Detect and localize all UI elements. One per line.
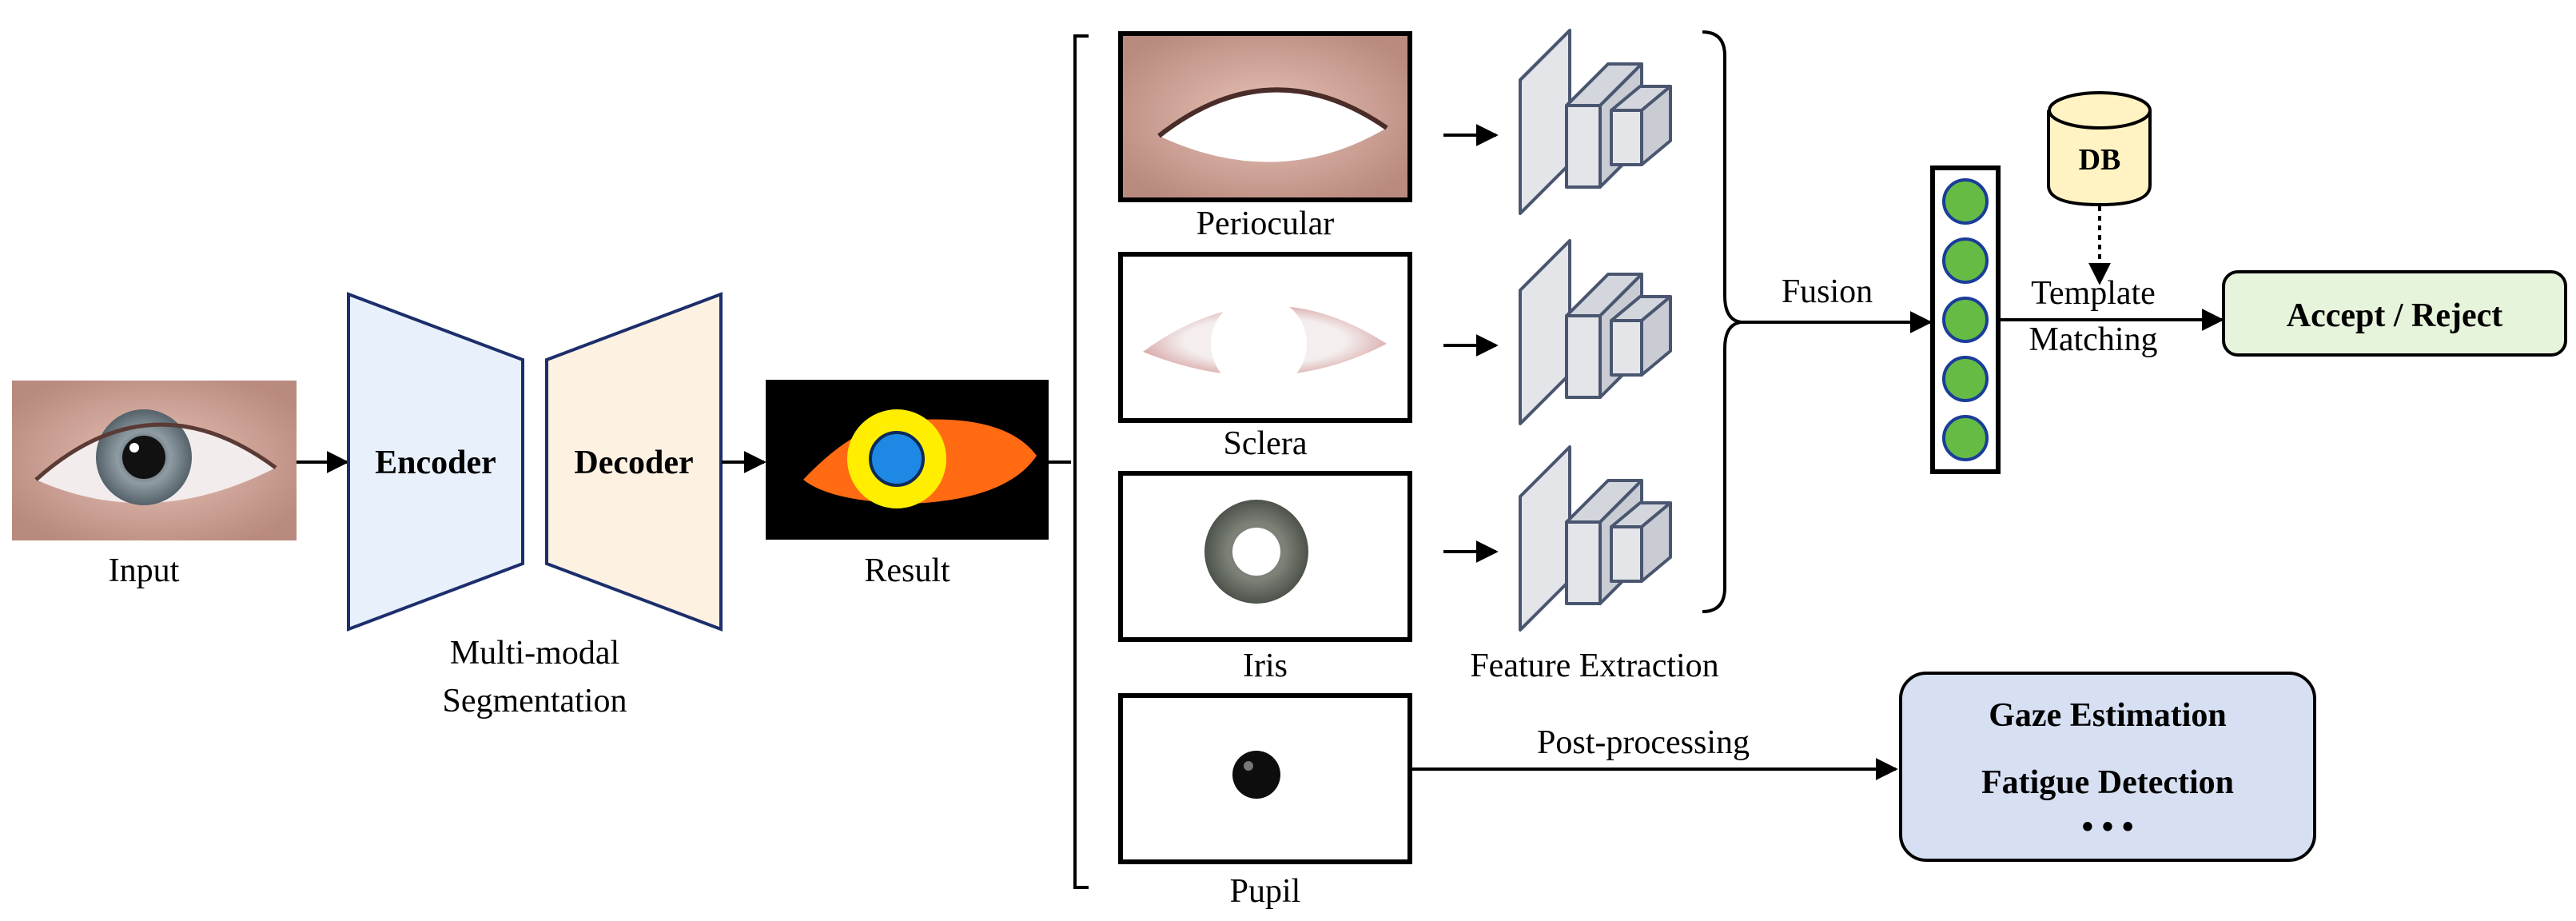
input-label: Input: [109, 552, 180, 589]
periocular-label: Periocular: [1196, 205, 1335, 242]
result-label: Result: [864, 552, 950, 589]
sclera-label: Sclera: [1224, 425, 1308, 462]
decoder-block: [545, 292, 723, 632]
pupil-image: [1118, 693, 1412, 864]
cnn-block-iris: [1519, 445, 1672, 632]
input-eye-image: [12, 381, 297, 540]
accept-reject-box: [2222, 270, 2567, 357]
segmentation-label-line2: Segmentation: [443, 683, 627, 720]
fatigue-detection-label: Fatigue Detection: [1981, 764, 2234, 801]
cnn-block-periocular: [1519, 29, 1672, 215]
fusion-brace: [1702, 30, 1742, 613]
database-cylinder: [2047, 91, 2152, 207]
sclera-image: [1118, 252, 1412, 423]
fused-feature-vector: [1930, 165, 2001, 474]
decoder-label: Decoder: [574, 445, 693, 481]
fusion-label: Fusion: [1782, 273, 1873, 310]
segmentation-result-image: [766, 380, 1049, 540]
feature-extraction-label: Feature Extraction: [1470, 648, 1718, 684]
segmentation-label-line1: Multi-modal: [450, 635, 619, 672]
encoder-block: [347, 292, 524, 632]
feature-vector-dot: [1942, 178, 1989, 225]
downstream-tasks-box: [1899, 672, 2316, 862]
more-tasks-ellipsis: • • •: [2081, 809, 2133, 846]
periocular-image: [1118, 31, 1412, 202]
modalities-bracket: [1073, 34, 1089, 889]
iris-label: Iris: [1243, 648, 1288, 684]
post-processing-label: Post-processing: [1537, 724, 1750, 761]
gaze-estimation-label: Gaze Estimation: [1989, 697, 2226, 734]
feature-vector-dot: [1942, 237, 1989, 284]
pupil-label: Pupil: [1230, 873, 1301, 910]
template-matching-label-line2: Matching: [2029, 321, 2158, 358]
feature-vector-dot: [1942, 297, 1989, 343]
cnn-block-sclera: [1519, 239, 1672, 425]
accept-reject-label: Accept / Reject: [2287, 297, 2503, 334]
feature-vector-dot: [1942, 356, 1989, 402]
feature-vector-dot: [1942, 415, 1989, 461]
encoder-label: Encoder: [375, 445, 496, 481]
db-label: DB: [2079, 143, 2121, 177]
template-matching-label-line1: Template: [2031, 275, 2156, 312]
iris-image: [1118, 471, 1412, 642]
